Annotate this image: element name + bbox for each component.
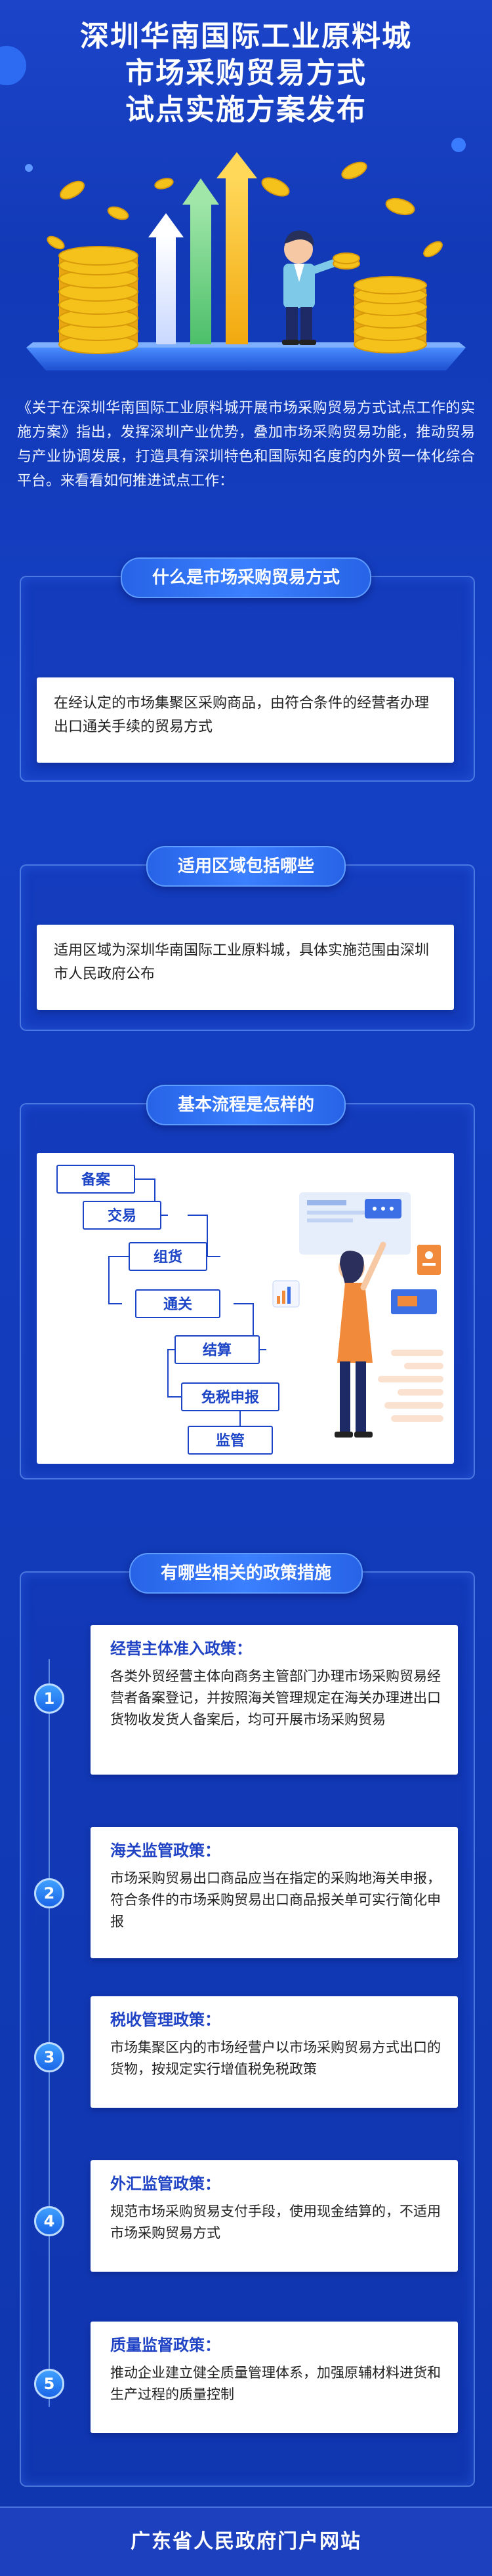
growth-arrows [148, 152, 257, 344]
section-what-card: 在经认定的市场集聚区采购商品，由符合条件的经营者办理出口通关手续的贸易方式 [37, 677, 454, 763]
coin-stack-left [58, 246, 138, 354]
flow-step-consolidation: 组货 [129, 1242, 207, 1271]
footer-site-name[interactable]: 广东省人民政府门户网站 [0, 2506, 492, 2576]
policy-title-2: 海关监管政策： [110, 1841, 220, 1860]
dashboard-illustration [272, 1192, 441, 1314]
section-area-heading: 适用区域包括哪些 [146, 846, 346, 887]
policy-card-2: 海关监管政策： 市场采购贸易出口商品应当在指定的采购地海关申报，符合条件的市场采… [91, 1827, 458, 1958]
policy-number-4: 4 [34, 2206, 64, 2236]
section-policy-heading: 有哪些相关的政策措施 [129, 1553, 363, 1594]
policy-body-3: 市场集聚区内的市场经营户以市场采购贸易方式出口的货物，按规定实行增值税免税政策 [110, 2040, 441, 2077]
decor-circle [25, 164, 33, 172]
flow-card: 备案 交易 组货 通关 结算 免税申报 监管 [37, 1153, 454, 1464]
policy-title-5: 质量监督政策： [110, 2336, 220, 2354]
policy-card-4: 外汇监管政策： 规范市场采购贸易支付手段，使用现金结算的，不适用市场采购贸易方式 [91, 2160, 458, 2272]
timeline-line [49, 1659, 50, 2407]
policy-body-1: 各类外贸经营主体向商务主管部门办理市场采购贸易经营者备案登记，并按照海关管理规定… [110, 1668, 441, 1727]
flow-step-tax-exemption: 免税申报 [181, 1382, 279, 1411]
policy-body-4: 规范市场采购贸易支付手段，使用现金结算的，不适用市场采购贸易方式 [110, 2204, 441, 2241]
flow-step-supervision: 监管 [188, 1426, 273, 1455]
decor-stripes [378, 1350, 443, 1422]
flow-step-settlement: 结算 [174, 1335, 260, 1364]
businessman-figure [282, 230, 360, 345]
flow-connectors [108, 1178, 443, 1441]
section-what-heading: 什么是市场采购贸易方式 [120, 557, 372, 598]
decor-circle [451, 138, 466, 152]
flow-step-customs: 通关 [135, 1289, 220, 1318]
title-line-3: 试点实施方案发布 [125, 93, 367, 127]
policy-card-5: 质量监督政策： 推动企业建立健全质量管理体系，加强原辅材料进货和生产过程的质量控… [91, 2322, 458, 2433]
flying-coins [47, 161, 443, 258]
policy-number-1: 1 [34, 1683, 64, 1714]
policy-number-2: 2 [34, 1878, 64, 1908]
title-line-2: 市场采购贸易方式 [125, 56, 367, 90]
policy-title-4: 外汇监管政策： [110, 2175, 220, 2193]
section-area-text: 适用区域为深圳华南国际工业原料城，具体实施范围由深圳市人民政府公布 [54, 942, 430, 982]
policy-body-5: 推动企业建立健全质量管理体系，加强原辅材料进货和生产过程的质量控制 [110, 2365, 441, 2402]
policy-body-2: 市场采购贸易出口商品应当在指定的采购地海关申报，符合条件的市场采购贸易出口商品报… [110, 1870, 441, 1929]
section-what-text: 在经认定的市场集聚区采购商品，由符合条件的经营者办理出口通关手续的贸易方式 [54, 695, 430, 735]
policy-number-3: 3 [34, 2042, 64, 2072]
title-line-1: 深圳华南国际工业原料城 [80, 20, 412, 53]
presenter-figure [335, 1241, 386, 1438]
page-title: 深圳华南国际工业原料城 市场采购贸易方式 试点实施方案发布 [0, 18, 492, 129]
flow-step-filing: 备案 [56, 1165, 135, 1194]
flow-step-trade: 交易 [83, 1201, 161, 1230]
policy-title-1: 经营主体准入政策： [110, 1640, 252, 1658]
section-area-card: 适用区域为深圳华南国际工业原料城，具体实施范围由深圳市人民政府公布 [37, 925, 454, 1010]
policy-card-3: 税收管理政策： 市场集聚区内的市场经营户以市场采购贸易方式出口的货物，按规定实行… [91, 1996, 458, 2108]
intro-paragraph: 《关于在深圳华南国际工业原料城开展市场采购贸易方式试点工作的实施方案》指出，发挥… [17, 400, 475, 489]
hero-illustration [26, 152, 466, 371]
policy-card-1: 经营主体准入政策： 各类外贸经营主体向商务主管部门办理市场采购贸易经营者备案登记… [91, 1625, 458, 1775]
section-flow-heading: 基本流程是怎样的 [146, 1085, 346, 1125]
coin-stack-right [354, 276, 427, 353]
hero-banner: 深圳华南国际工业原料城 市场采购贸易方式 试点实施方案发布 [0, 0, 492, 400]
policy-title-3: 税收管理政策： [110, 2011, 220, 2029]
policy-number-5: 5 [34, 2369, 64, 2399]
